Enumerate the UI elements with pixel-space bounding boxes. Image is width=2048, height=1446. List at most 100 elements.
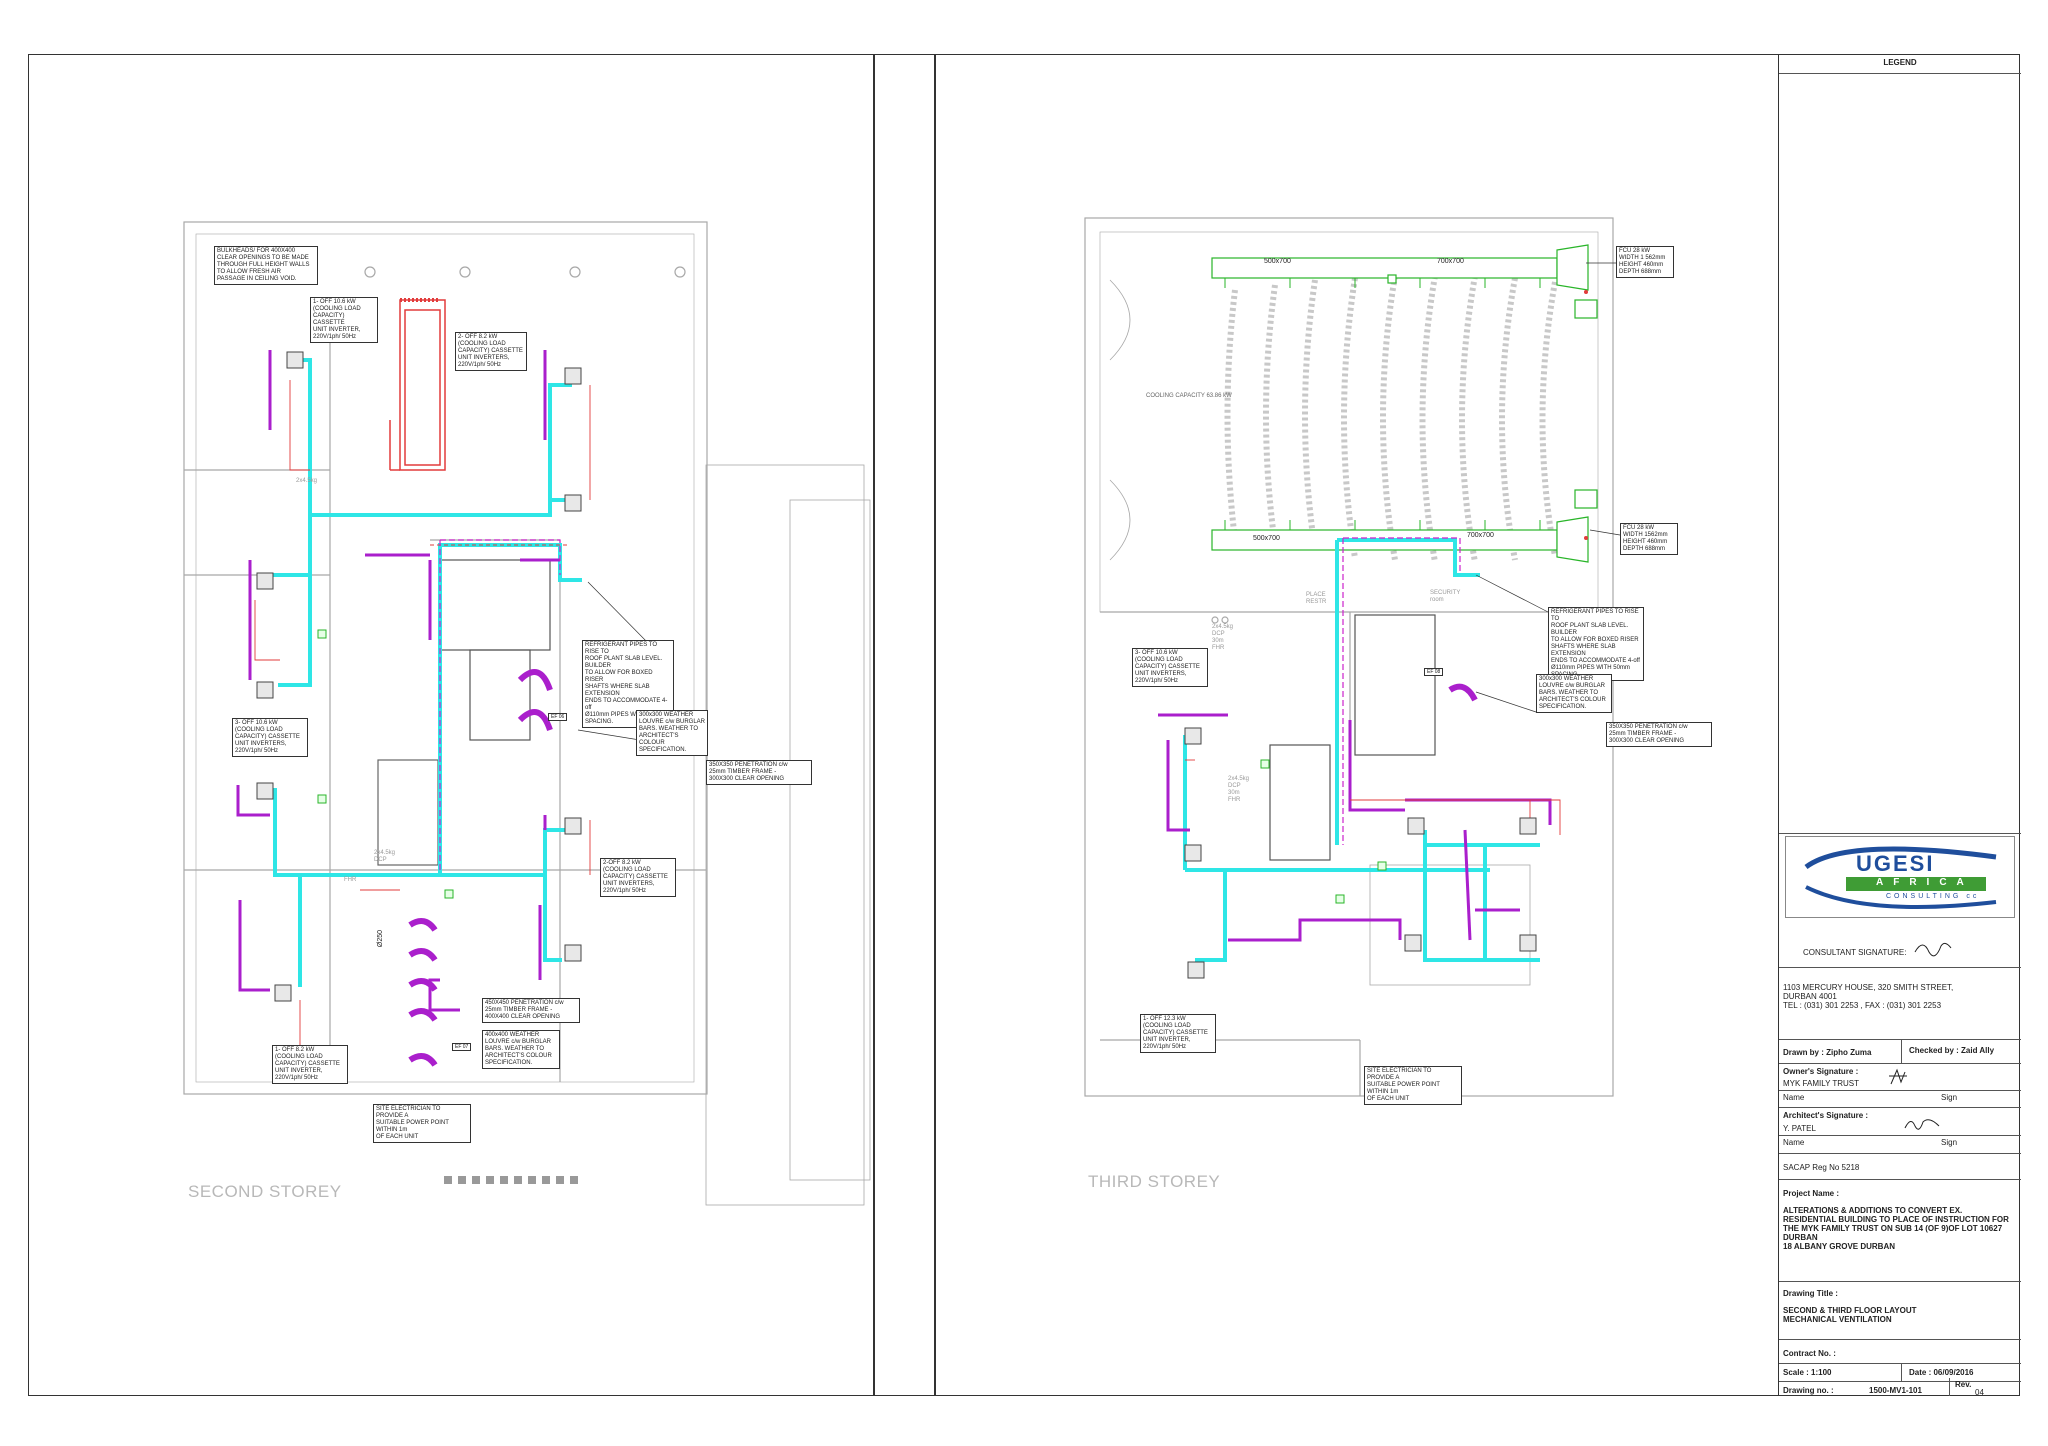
s2-electrician-note: SITE ELECTRICIAN TO PROVIDE A SUITABLE P…	[373, 1104, 471, 1143]
drawing-title-line-2: MECHANICAL VENTILATION	[1783, 1315, 1892, 1324]
s3-refrigerant-note: REFRIGERANT PIPES TO RISE TO ROOF PLANT …	[1548, 607, 1644, 681]
s2-penetration-note-2: 450X450 PENETRATION c/w 25mm TIMBER FRAM…	[482, 998, 580, 1023]
address-line-1: 1103 MERCURY HOUSE, 320 SMITH STREET,	[1783, 983, 1954, 992]
ef07-tag: EF 07	[452, 1043, 472, 1051]
s3-louvre-note: 300x300 WEATHER LOUVRE c/w BURGLAR BARS.…	[1536, 674, 1612, 713]
architect-sign-label: Sign	[1941, 1138, 1958, 1147]
contract-row: Contract No. :	[1779, 1340, 2021, 1364]
drawing-sheet-border	[28, 54, 2020, 1396]
duct-label-3: 500x700	[1253, 535, 1280, 542]
s2-penetration-note-1: 350X350 PENETRATION c/w 25mm TIMBER FRAM…	[706, 760, 812, 785]
second-storey-plan	[183, 221, 871, 1206]
s2-power-lines	[254, 380, 591, 1060]
owner-name: MYK FAMILY TRUST	[1783, 1079, 1860, 1088]
ef08-tag: EF 08	[1424, 668, 1444, 676]
architect-signature	[1904, 1119, 1940, 1130]
duct-label-4: 700x700	[1467, 532, 1494, 539]
project-name-line-4: DURBAN	[1783, 1233, 1818, 1242]
s2-outer-wall	[183, 221, 708, 1095]
s3-cooling-capacity: COOLING CAPACITY 63.86 kW	[1146, 393, 1232, 399]
s3-auditorium-seating	[1224, 275, 1558, 563]
rev-label: Rev.	[1955, 1380, 1972, 1389]
consultant-signature-label: CONSULTANT SIGNATURE:	[1803, 948, 1907, 957]
s3-fcu-note-2: FCU 28 kW WIDTH 1562mm HEIGHT 460mm DEPT…	[1620, 523, 1678, 555]
checked-by: Checked by : Zaid Ally	[1909, 1046, 1995, 1055]
legend-title: LEGEND	[1779, 54, 2021, 74]
s2-unit-note-5: 1- OFF 8.2 kW (COOLING LOAD CAPACITY) CA…	[272, 1045, 348, 1084]
logo-sub2: CONSULTING cc	[1886, 893, 1980, 900]
third-storey-title: THIRD STOREY	[1088, 1172, 1221, 1191]
s3-room-label-2: 2x4.5kg DCP 30m FHR	[1228, 776, 1250, 803]
s3-stair-core	[1354, 614, 1436, 756]
s3-fcu-markers	[1584, 290, 1588, 540]
title-block: LEGEND UGESI AFRICA CONSULTING cc CONSUL…	[1778, 54, 2021, 1397]
project-name-block: Project Name : ALTERATIONS & ADDITIONS T…	[1779, 1180, 2021, 1282]
s3-junctions	[1260, 759, 1387, 904]
second-storey-title: SECOND STOREY	[188, 1182, 342, 1201]
s2-louvre-note: 300x300 WEATHER LOUVRE c/w BURGLAR BARS.…	[636, 710, 708, 756]
s3-penetration-note: 350X350 PENETRATION c/w 25mm TIMBER FRAM…	[1606, 722, 1712, 747]
s3-room-label-4: SECURITY room	[1430, 590, 1461, 603]
s2-room-label-2: 2x4.5kg DCP	[374, 850, 396, 863]
architect-name-label: Name	[1783, 1138, 1805, 1147]
s2-pink-dashed	[439, 539, 561, 870]
legend-body	[1779, 74, 2021, 834]
s2-bulkhead-note: BULKHEADS/ FOR 400X400 CLEAR OPENINGS TO…	[214, 246, 318, 285]
project-name-line-2: RESIDENTIAL BUILDING TO PLACE OF INSTRUC…	[1783, 1215, 2009, 1224]
s2-unit-note-4: 2-OFF 8.2 kW (COOLING LOAD CAPACITY) CAS…	[600, 858, 676, 897]
s2-junctions	[317, 629, 454, 899]
drawing-no: 1500-MV1-101	[1869, 1386, 1922, 1395]
s3-unit-note-1: 3- OFF 10.6 kW (COOLING LOAD CAPACITY) C…	[1132, 648, 1208, 687]
sheet-divider-right	[934, 54, 936, 1396]
owner-sign-label: Sign	[1941, 1093, 1958, 1102]
s3-cassette-units	[1184, 727, 1537, 979]
logo-sub: AFRICA	[1876, 877, 1974, 888]
drawn-checked-row: Drawn by : Zipho Zuma Checked by : Zaid …	[1779, 1040, 2021, 1064]
address-block: 1103 MERCURY HOUSE, 320 SMITH STREET, DU…	[1779, 968, 2021, 1040]
owner-signature-row: Owner's Signature : MYK FAMILY TRUST Nam…	[1779, 1064, 2021, 1108]
s2-room-label-3: FHR	[344, 877, 357, 883]
drawing-number-row: Drawing no. : 1500-MV1-101 Rev. 04	[1779, 1378, 2021, 1397]
rev-value: 04	[1975, 1388, 1984, 1397]
contract-no: Contract No. :	[1783, 1349, 1836, 1358]
logo-name: UGESI	[1856, 851, 1935, 876]
s3-room-label-1: 2x4.5kg DCP 30m FHR	[1212, 624, 1234, 651]
s2-refrigerant-pipes	[236, 350, 560, 1067]
drawn-by: Drawn by : Zipho Zuma	[1783, 1048, 1872, 1057]
s3-room-label-3: PLACE RESTR	[1306, 592, 1327, 605]
s2-ahu-bundle	[389, 298, 446, 471]
project-name-label: Project Name :	[1783, 1189, 1840, 1198]
s3-electrician-note: SITE ELECTRICIAN TO PROVIDE A SUITABLE P…	[1364, 1066, 1462, 1105]
drawing-title-line-1: SECOND & THIRD FLOOR LAYOUT	[1783, 1306, 1917, 1315]
owner-name-label: Name	[1783, 1093, 1805, 1102]
owner-signature-label: Owner's Signature :	[1783, 1067, 1859, 1076]
s2-stair-core	[439, 559, 551, 651]
architect-signature-label: Architect's Signature :	[1783, 1111, 1869, 1120]
s2-cassette-units	[256, 351, 582, 1002]
consultant-signature	[1914, 942, 1952, 957]
consultant-signature-row: CONSULTANT SIGNATURE:	[1779, 934, 2021, 968]
address-line-3: TEL : (031) 301 2253 , FAX : (031) 301 2…	[1783, 1001, 1942, 1010]
date: Date : 06/09/2016	[1909, 1368, 1974, 1377]
sacap-reg: SACAP Reg No 5218	[1783, 1163, 1860, 1172]
owner-signature	[1889, 1068, 1907, 1085]
project-name-line-5: 18 ALBANY GROVE DURBAN	[1783, 1242, 1896, 1251]
drawing-no-label: Drawing no. :	[1783, 1386, 1834, 1395]
s2-unit-note-1: 1- OFF 10.6 kW (COOLING LOAD CAPACITY) C…	[310, 297, 378, 343]
scale-date-row: Scale : 1:100 Date : 06/09/2016	[1779, 1364, 2021, 1382]
duct-label-2: 700x700	[1437, 258, 1464, 265]
s2-room-label-1: 2x4.5kg	[296, 478, 318, 484]
drawing-title-block: Drawing Title : SECOND & THIRD FLOOR LAY…	[1779, 1282, 2021, 1340]
company-logo: UGESI AFRICA CONSULTING cc	[1785, 836, 2015, 918]
s3-fcu-note-1: FCU 28 kW WIDTH 1 562mm HEIGHT 460mm DEP…	[1616, 246, 1674, 278]
address-line-2: DURBAN 4001	[1783, 992, 1837, 1001]
s3-supply-pipes	[1183, 538, 1540, 962]
project-name-line-3: THE MYK FAMILY TRUST ON SUB 14 (OF 9)OF …	[1783, 1224, 2003, 1233]
s3-unit-note-2: 1- OFF 12.3 kW (COOLING LOAD CAPACITY) C…	[1140, 1014, 1216, 1053]
s2-louvre-note-2: 400x400 WEATHER LOUVRE c/w BURGLAR BARS.…	[482, 1030, 560, 1069]
s3-refrigerant-pipes	[1158, 683, 1552, 942]
architect-signature-row: Architect's Signature : Y. PATEL Name Si…	[1779, 1108, 2021, 1154]
s2-unit-note-3: 3- OFF 10.6 kW (COOLING LOAD CAPACITY) C…	[232, 718, 308, 757]
scale: Scale : 1:100	[1783, 1368, 1832, 1377]
